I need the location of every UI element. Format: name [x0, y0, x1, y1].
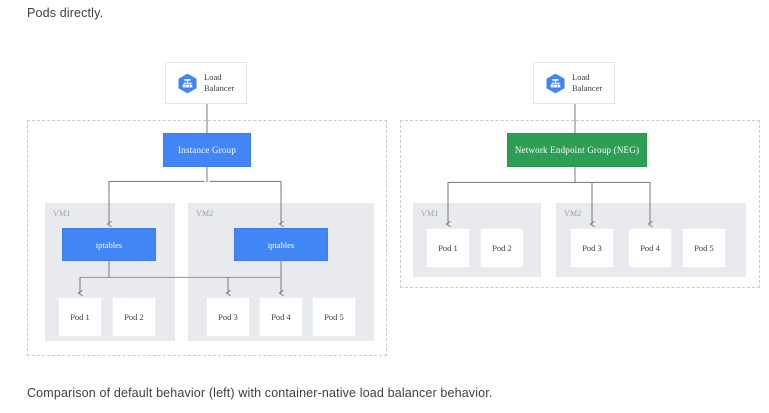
pod-box: Pod 3 [570, 228, 614, 268]
load-balancer-label-left: Load Balancer [204, 72, 235, 93]
load-balancer-card-left: Load Balancer [165, 62, 247, 104]
pod-box: Pod 4 [628, 228, 672, 268]
pod-box: Pod 2 [112, 297, 156, 337]
load-balancer-hexagon-icon [178, 73, 197, 93]
load-balancer-hexagon-icon [546, 73, 565, 93]
vm-label: VM1 [53, 209, 71, 218]
pod-box: Pod 4 [259, 297, 303, 337]
vm-label: VM2 [564, 209, 582, 218]
instance-group-box: Instance Group [163, 133, 251, 167]
vm-label: VM2 [196, 209, 214, 218]
pod-box: Pod 2 [480, 228, 524, 268]
intro-text: Pods directly. [27, 6, 104, 20]
load-balancer-card-right: Load Balancer [533, 62, 615, 104]
figure-caption: Comparison of default behavior (left) wi… [27, 386, 493, 400]
load-balancer-label-right: Load Balancer [572, 72, 603, 93]
pod-box: Pod 3 [206, 297, 250, 337]
pod-box: Pod 1 [426, 228, 470, 268]
pod-box: Pod 1 [58, 297, 102, 337]
iptables-box-vm1: iptables [62, 228, 156, 261]
pod-box: Pod 5 [682, 228, 726, 268]
pod-box: Pod 5 [312, 297, 356, 337]
iptables-box-vm2: iptables [234, 228, 328, 261]
network-endpoint-group-box: Network Endpoint Group (NEG) [507, 133, 647, 167]
vm-label: VM1 [421, 209, 439, 218]
